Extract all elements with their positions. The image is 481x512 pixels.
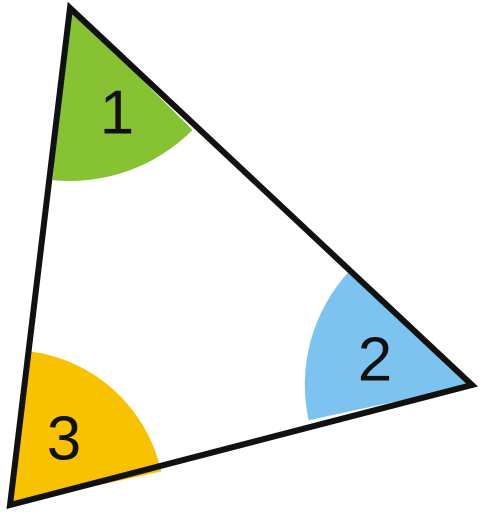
angle-label-2: 2 <box>358 325 392 394</box>
angle-label-3: 3 <box>47 404 81 473</box>
angle-label-1: 1 <box>100 78 134 147</box>
angle-sector-1 <box>52 8 193 181</box>
angle-sector-3 <box>10 351 162 505</box>
triangle-outline <box>6 1 479 510</box>
angle-sector-2 <box>304 270 472 421</box>
